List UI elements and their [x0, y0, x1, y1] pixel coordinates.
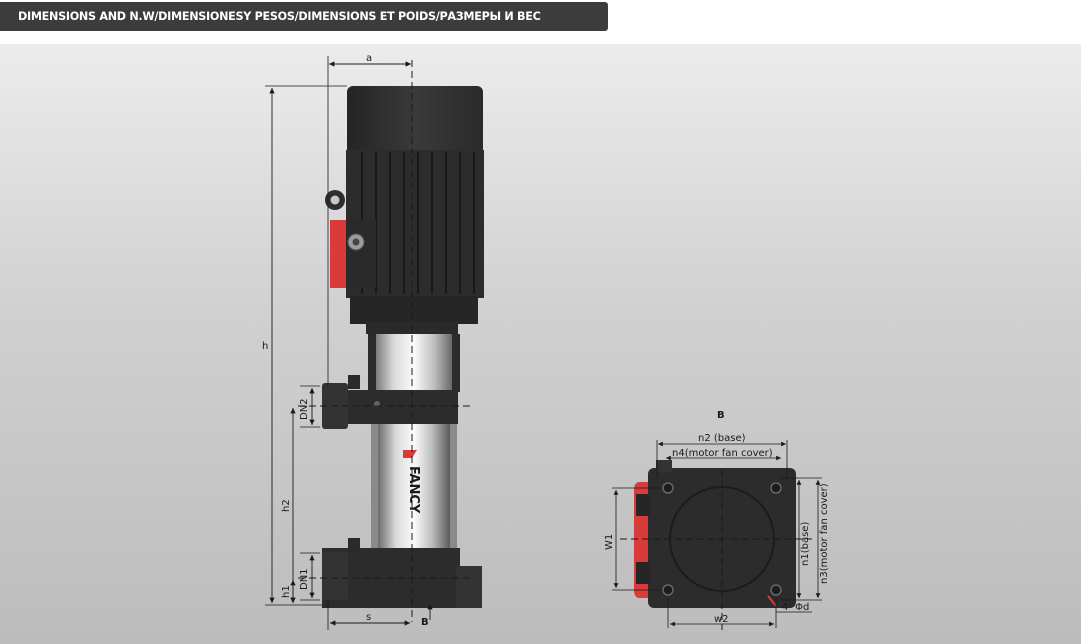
dimension-lines [269, 61, 433, 626]
section-header: DIMENSIONS AND N.W/DIMENSIONESY PESOS/DI… [0, 2, 608, 31]
dim-label-dn1: DN1 [299, 568, 310, 590]
motor [346, 86, 484, 334]
pump-bottom-view [634, 460, 796, 608]
dim-label-h: h [262, 341, 268, 352]
bottom-view-title: B [717, 410, 725, 421]
dim-label-w1: W1 [604, 534, 615, 550]
center-lines [298, 60, 470, 622]
bottom-center-lines [620, 470, 812, 630]
dim-label-w2: w2 [714, 614, 729, 625]
coupling-guard [368, 334, 460, 392]
dim-label-s: s [366, 612, 371, 623]
dim-label-n3: n3(motor fan cover) [819, 483, 830, 584]
pump-head [322, 375, 458, 429]
dim-label-n2: n2 (base) [698, 433, 746, 444]
brand-logo: FANCY [403, 450, 421, 514]
terminal-box [330, 220, 376, 288]
dim-label-dn2: DN2 [299, 398, 310, 420]
pump-base [322, 538, 482, 608]
dim-label-a: a [366, 53, 372, 64]
dim-label-b: B [421, 617, 429, 628]
dim-label-h2: h2 [281, 499, 292, 512]
extension-lines [265, 56, 347, 630]
dim-label-h1: h1 [281, 585, 292, 598]
dim-label-n1: n1(base) [800, 522, 811, 566]
pump-sleeve [371, 424, 457, 552]
drawing-panel [0, 44, 1081, 644]
lifting-eye [325, 190, 345, 210]
section-title: DIMENSIONS AND N.W/DIMENSIONESY PESOS/DI… [18, 10, 541, 23]
pump-side-view: FANCY [322, 86, 484, 608]
brand-logo-text: FANCY [406, 466, 421, 514]
dim-label-holes: 4- Φd [782, 602, 809, 613]
dim-label-n4: n4(motor fan cover) [672, 448, 773, 459]
bottom-dimension-lines [612, 440, 822, 628]
